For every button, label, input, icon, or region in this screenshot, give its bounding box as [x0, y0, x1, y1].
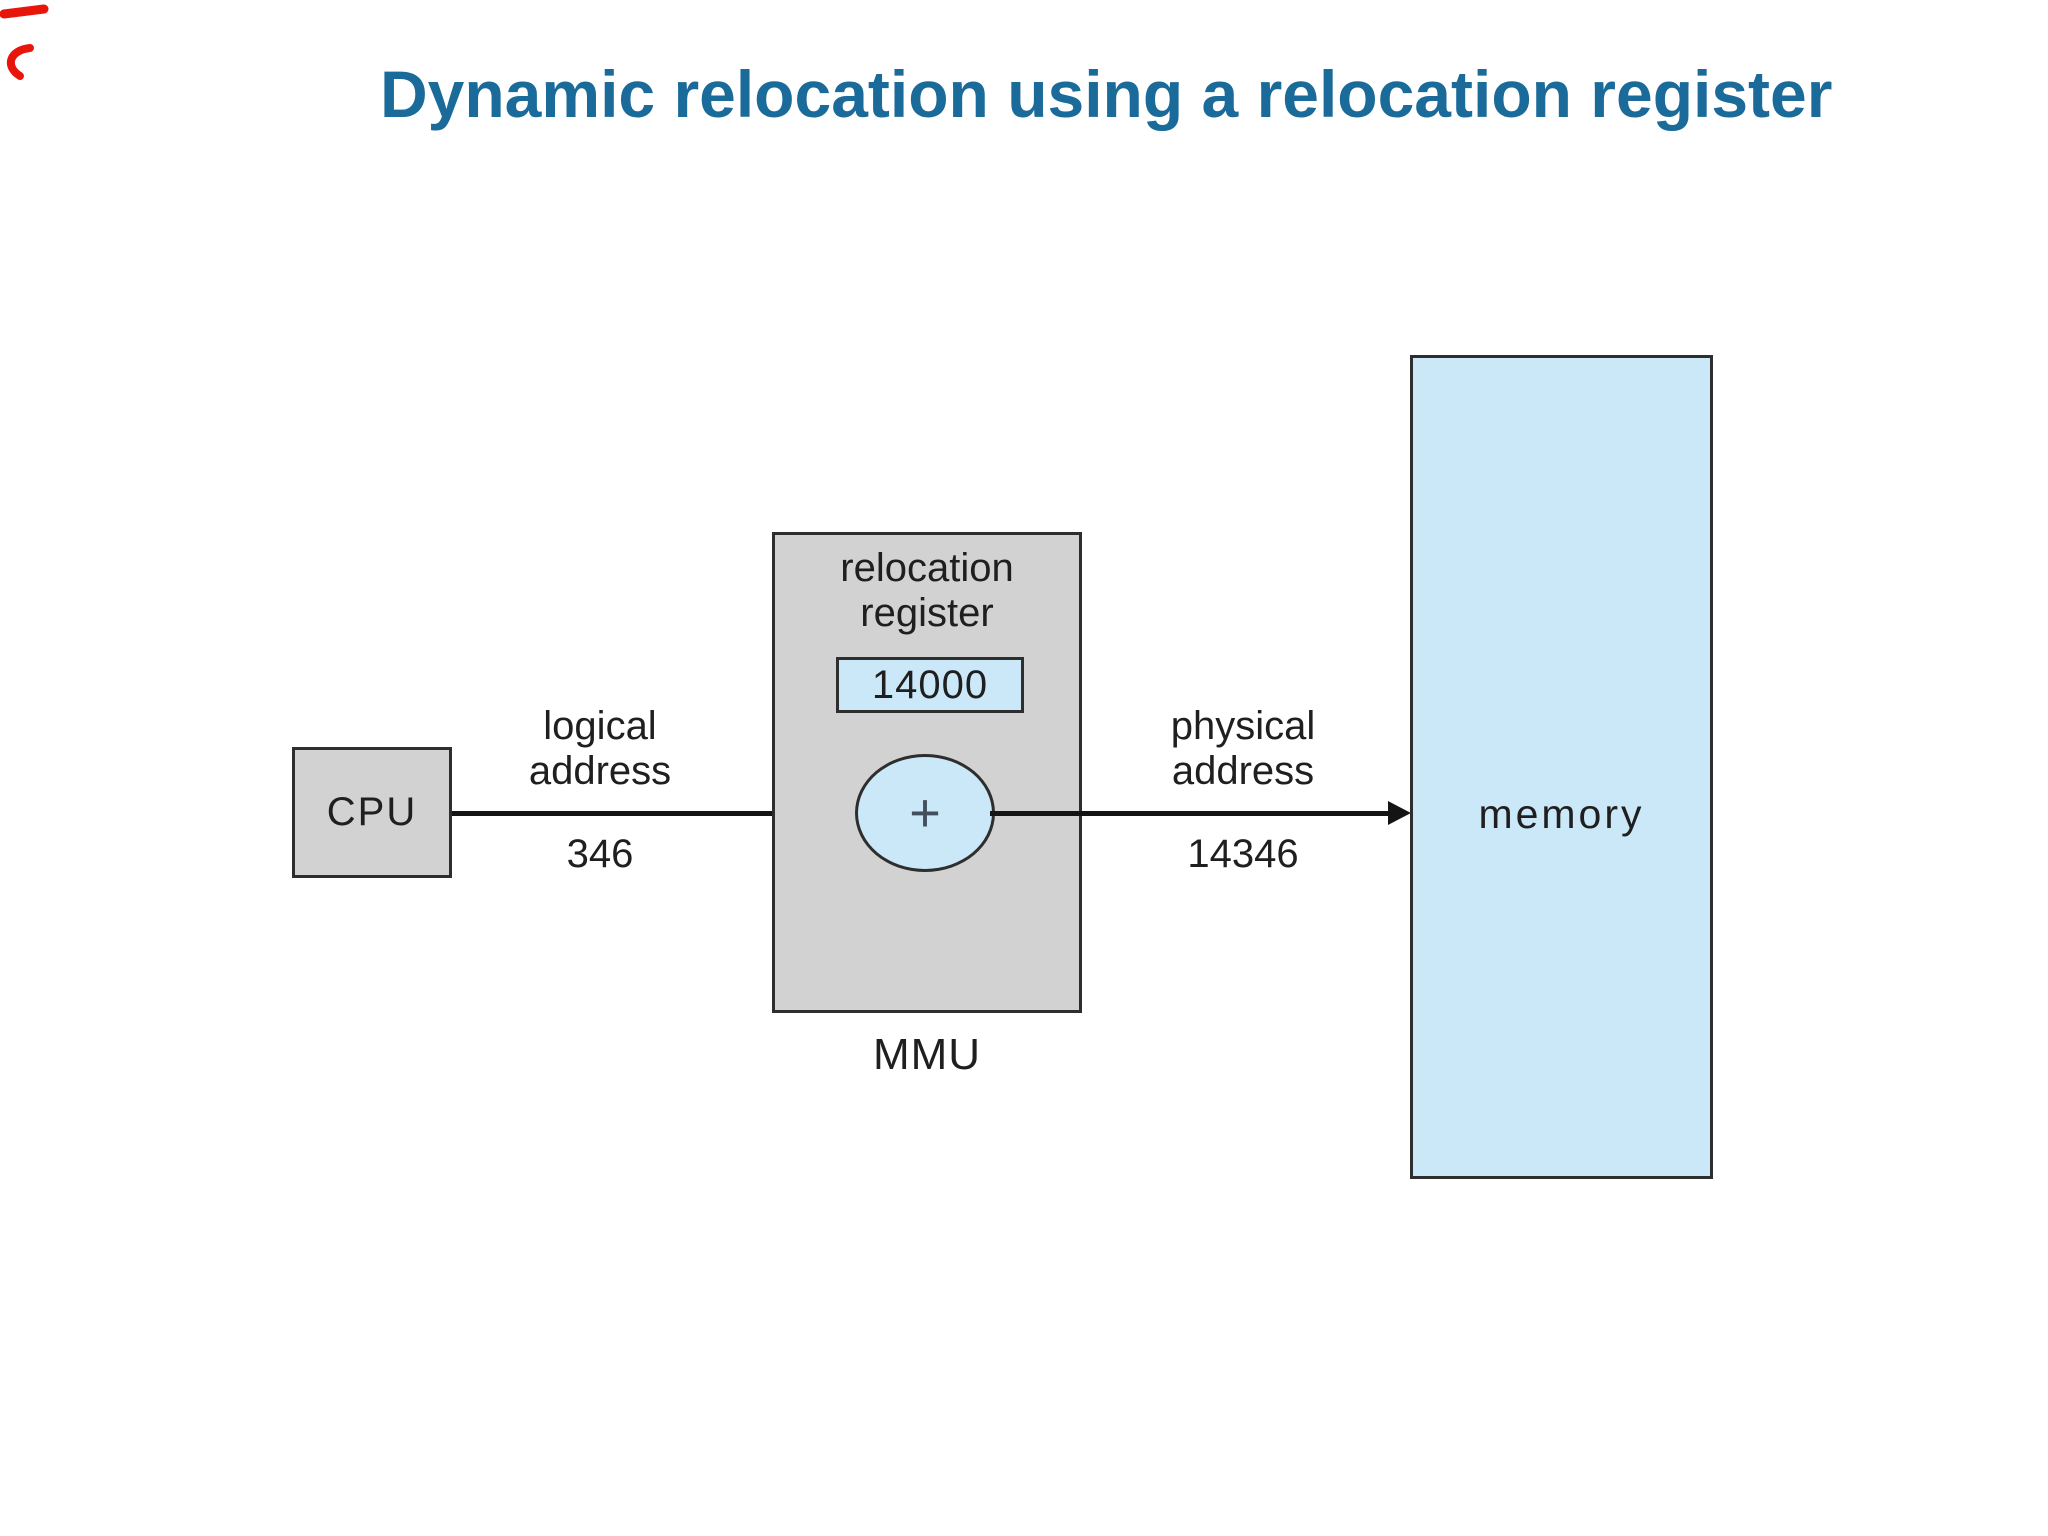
physical-address-value: 14346: [1187, 832, 1299, 876]
memory-box: [1410, 355, 1713, 1179]
physical-address-label-line1: physical: [1170, 704, 1316, 748]
page-title: Dynamic relocation using a relocation re…: [380, 57, 1833, 131]
logical-address-value: 346: [566, 832, 634, 876]
relocation-register-title-line1: relocation: [840, 546, 1014, 590]
memory-label: memory: [1478, 791, 1645, 837]
relocation-register-title: relocation register: [772, 546, 1082, 636]
cpu-label: CPU: [326, 790, 418, 834]
red-pen-marks-icon: [0, 4, 49, 80]
relocation-register-value: 14000: [871, 662, 989, 707]
logical-address-label: logical address: [450, 704, 750, 794]
logical-address-label-line1: logical: [543, 704, 657, 748]
physical-address-label: physical address: [1093, 704, 1393, 794]
logical-address-arrow-line: [452, 811, 836, 816]
physical-address-label-line2: address: [1171, 748, 1315, 793]
mmu-label: MMU: [872, 1030, 982, 1079]
plus-icon: +: [909, 783, 941, 843]
relocation-register-title-line2: register: [860, 590, 994, 635]
adder-circle: +: [855, 754, 995, 872]
cpu-box: CPU: [292, 747, 452, 878]
physical-address-arrowhead-icon: [1388, 801, 1411, 825]
physical-address-arrow-line: [990, 811, 1390, 816]
relocation-register-value-box: 14000: [836, 657, 1024, 713]
logical-address-label-line2: address: [528, 748, 672, 793]
